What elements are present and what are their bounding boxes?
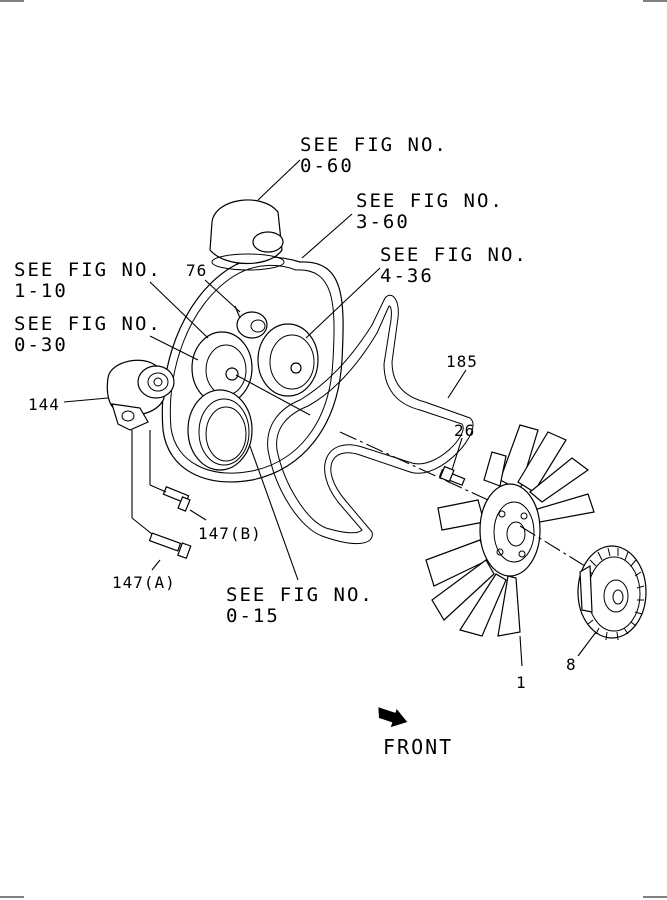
ref-label-0-30-line1: SEE FIG NO. <box>14 313 162 335</box>
fan-clutch <box>577 545 647 641</box>
ref-label-0-15: SEE FIG NO. 0-15 <box>226 584 374 627</box>
ref-label-0-30-line2: 0-30 <box>14 334 68 356</box>
ref-label-4-36-line2: 4-36 <box>380 265 434 287</box>
idler-pulley-76 <box>234 305 268 339</box>
callout-147b: 147(B) <box>198 524 262 543</box>
ref-label-1-10: SEE FIG NO. 1-10 <box>14 259 162 302</box>
ref-label-0-60: SEE FIG NO. 0-60 <box>300 134 448 177</box>
bolt-147a <box>148 532 192 560</box>
idler-pulley-upper <box>209 199 285 271</box>
ref-label-0-15-line2: 0-15 <box>226 605 280 627</box>
ref-label-3-60: SEE FIG NO. 3-60 <box>356 190 504 233</box>
pulley-4-36 <box>257 323 319 397</box>
drive-belt <box>267 294 474 545</box>
leader-lines <box>63 159 597 667</box>
ref-label-1-10-line1: SEE FIG NO. <box>14 259 162 281</box>
crank-pulley <box>187 389 253 471</box>
belt-tensioner <box>106 359 175 431</box>
ref-label-4-36-line1: SEE FIG NO. <box>380 244 528 266</box>
callout-76: 76 <box>186 261 207 280</box>
ref-label-4-36: SEE FIG NO. 4-36 <box>380 244 528 287</box>
callout-8: 8 <box>566 655 577 674</box>
bolt-26 <box>438 465 466 487</box>
ref-label-1-10-line2: 1-10 <box>14 280 68 302</box>
callout-147a: 147(A) <box>112 573 176 592</box>
front-indicator: FRONT <box>378 707 453 759</box>
ref-label-0-60-line2: 0-60 <box>300 155 354 177</box>
callout-26: 26 <box>454 421 475 440</box>
callout-185: 185 <box>446 352 478 371</box>
cooling-fan <box>425 424 595 637</box>
ref-label-0-30: SEE FIG NO. 0-30 <box>14 313 162 356</box>
callout-1: 1 <box>516 673 527 692</box>
callout-144: 144 <box>28 395 60 414</box>
bolt-147b <box>162 486 191 512</box>
ref-label-0-15-line1: SEE FIG NO. <box>226 584 374 606</box>
ref-label-3-60-line1: SEE FIG NO. <box>356 190 504 212</box>
ref-label-3-60-line2: 3-60 <box>356 211 410 233</box>
ref-label-0-60-line1: SEE FIG NO. <box>300 134 448 156</box>
arrow-icon <box>378 707 408 728</box>
front-label: FRONT <box>383 735 453 759</box>
